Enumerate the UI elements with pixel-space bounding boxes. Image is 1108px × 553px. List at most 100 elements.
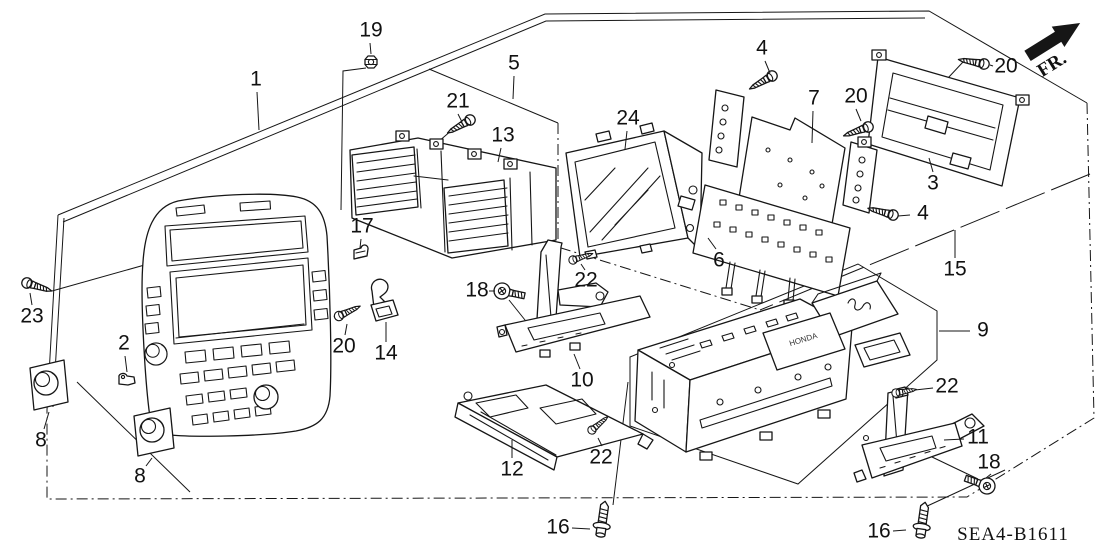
- leader-line-11: [943, 438, 965, 441]
- leader-line-23: [29, 292, 33, 306]
- leader-line-8: [43, 411, 50, 430]
- callout-18: 18: [465, 279, 488, 302]
- part-14-sensor-bracket: [370, 278, 399, 322]
- callout-8: 8: [35, 429, 47, 452]
- boundary-lines: [46, 10, 1095, 500]
- leader-line-4: [897, 214, 911, 217]
- part-19-nut: [364, 55, 378, 69]
- callout-4: 4: [917, 202, 929, 225]
- callout-2: 2: [118, 332, 130, 355]
- leader-line-2: [124, 355, 128, 373]
- callout-15: 15: [943, 258, 966, 281]
- leader-line-8: [145, 457, 153, 467]
- callout-11: 11: [967, 426, 989, 449]
- leader-line-1: [256, 91, 260, 131]
- leader-line-3: [928, 157, 934, 173]
- audio-unit-details: [651, 312, 833, 429]
- leader-line-22: [914, 387, 934, 391]
- callout-22: 22: [935, 375, 958, 398]
- leader-line-20: [344, 323, 348, 336]
- callout-20: 20: [332, 335, 355, 358]
- outer-boundary-top: [57, 10, 1088, 216]
- callout-16: 16: [546, 516, 569, 539]
- part-10-bracket: [496, 239, 651, 358]
- leader-line-7: [811, 110, 814, 144]
- part-17-clip: [353, 244, 369, 260]
- callout-18: 18: [977, 451, 1000, 474]
- callout-3: 3: [927, 172, 939, 195]
- vent-mount-tabs: [395, 130, 518, 170]
- callout-4: 4: [756, 37, 768, 60]
- callout-10: 10: [570, 369, 593, 392]
- part-23-screw: [19, 275, 54, 297]
- part-4-screw-right: [865, 202, 901, 223]
- bezel-left-knob: [144, 342, 168, 366]
- callout-23: 23: [20, 305, 43, 328]
- callout-24: 24: [616, 107, 640, 130]
- callout-20: 20: [994, 55, 1017, 78]
- outer-boundary-top-inner: [62, 17, 926, 223]
- part-13-vent-assembly: [349, 130, 557, 259]
- part-12-pocket: [454, 384, 654, 471]
- leader-line-20: [989, 64, 994, 67]
- assembly-lines: [51, 61, 1006, 509]
- callout-14: 14: [374, 342, 398, 365]
- part-2-clip: [118, 372, 136, 386]
- part-1-center-panel: [141, 193, 332, 437]
- part-24-display-unit: [565, 122, 703, 260]
- leader-line-13: [497, 147, 502, 163]
- leader-line-10: [573, 353, 581, 370]
- callout-16: 16: [867, 520, 890, 543]
- leader-line-20: [855, 108, 862, 122]
- leader-line-17: [359, 238, 362, 249]
- callout-22: 22: [589, 446, 612, 469]
- callout-22: 22: [574, 269, 597, 292]
- part-16-bolt-left: [591, 499, 615, 539]
- leader-line-19: [369, 42, 372, 55]
- leader-line-22: [597, 437, 603, 447]
- panel-slab-edge: [76, 381, 191, 493]
- region-5-edge: [428, 68, 559, 124]
- leader-line-24: [624, 130, 628, 150]
- part-20-screw-right: [956, 53, 991, 71]
- part-8-knob-right: [133, 407, 175, 457]
- leader-line-21: [457, 113, 463, 123]
- part-4-screw-top: [746, 68, 780, 95]
- protective-pads: HONDA: [762, 272, 911, 371]
- callout-7: 7: [808, 87, 820, 110]
- callout-20: 20: [844, 85, 867, 108]
- leader-line-18: [985, 473, 992, 479]
- callout-13: 13: [491, 124, 514, 147]
- callout-1: 1: [250, 68, 262, 91]
- callout-17: 17: [350, 215, 373, 238]
- bezel-buttons: [144, 269, 329, 426]
- part-6-switch-board: [677, 89, 878, 308]
- region-9-box: [629, 263, 938, 485]
- callout-21: 21: [446, 90, 469, 113]
- callout-5: 5: [508, 52, 520, 75]
- leader-line-4: [764, 60, 771, 74]
- part-8-knob-left: [29, 359, 69, 411]
- part-11-bracket: [853, 386, 985, 483]
- leader-line-16: [892, 529, 907, 532]
- callout-19: 19: [359, 19, 382, 42]
- bezel-right-knob: [253, 384, 279, 410]
- part-21-screw: [444, 112, 478, 139]
- callout-9: 9: [977, 319, 989, 342]
- leader-line-22: [580, 263, 586, 271]
- part-7-circuit-board: [738, 116, 846, 231]
- callout-8: 8: [134, 465, 146, 488]
- part-16-bolt-right: [911, 500, 935, 540]
- part-20-screw-left: [332, 301, 363, 323]
- leader-line-16: [571, 527, 591, 530]
- screen-reflections: [584, 167, 661, 241]
- callout-6: 6: [713, 249, 725, 272]
- fr-arrow-icon: [1024, 23, 1081, 61]
- part-3-rear-frame: [857, 49, 1030, 187]
- outer-boundary-chain: [46, 102, 1095, 500]
- diagram-code: SEA4-B1611: [957, 524, 1069, 545]
- leader-line-6: [707, 237, 717, 250]
